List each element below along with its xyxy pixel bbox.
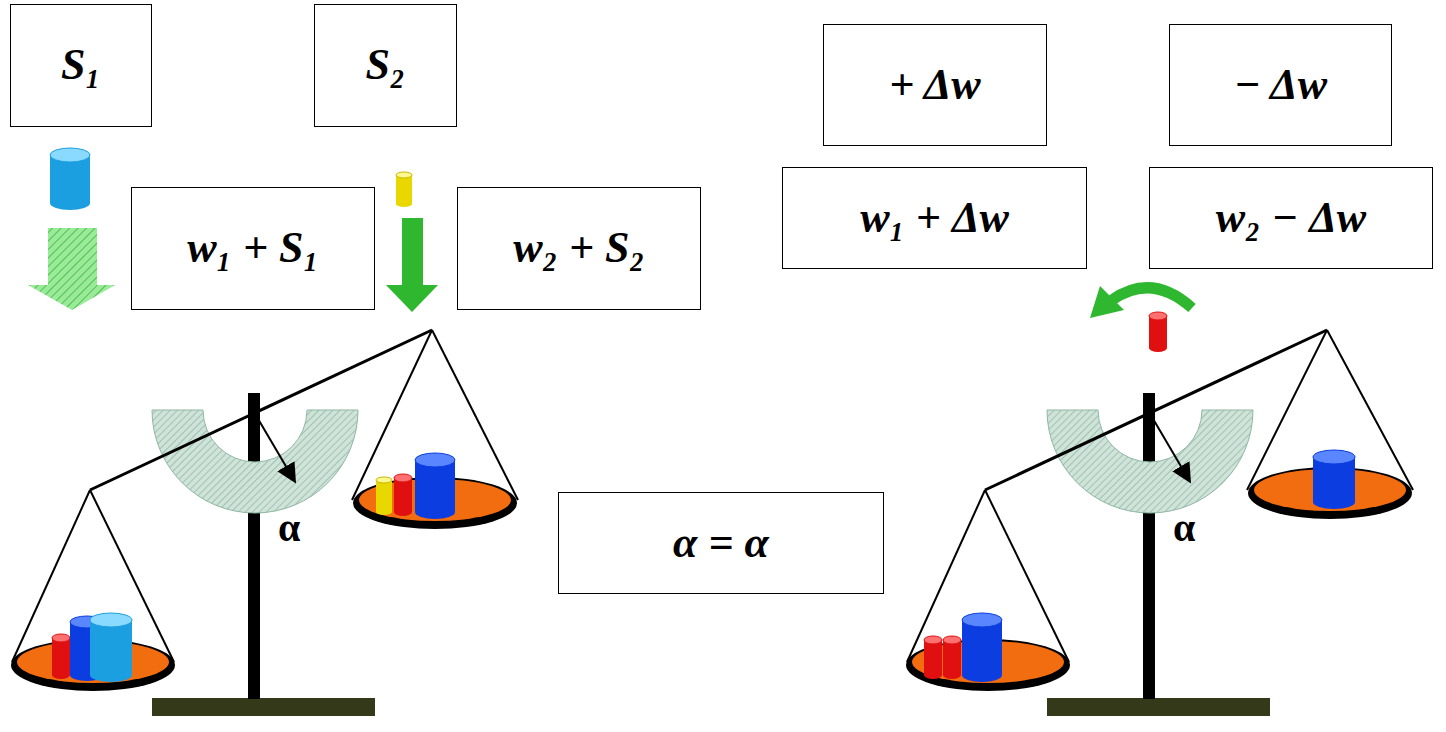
formula-text: α = α [673, 519, 769, 567]
text-box: α = α [558, 492, 884, 594]
text-box: S₂ [314, 4, 457, 127]
formula-text: w₁ + Δw [860, 194, 1009, 242]
angle-label: α [278, 508, 300, 548]
text-box: w₁ + S₁ [131, 187, 375, 310]
text-box: − Δw [1169, 24, 1392, 146]
text-box: + Δw [823, 24, 1047, 146]
yellow-weight [396, 172, 412, 207]
balance-scale [906, 330, 1413, 716]
drop-arrow [386, 218, 438, 312]
angle-label: α [1173, 508, 1195, 548]
cyan-weight [50, 148, 90, 210]
formula-text: w₂ + S₂ [513, 224, 645, 272]
move-arrow [1112, 288, 1192, 308]
formula-text: S₁ [61, 41, 101, 89]
move-arrow-head [1090, 286, 1124, 318]
text-box: w₂ − Δw [1149, 167, 1433, 269]
balance-scale [11, 330, 518, 716]
formula-text: − Δw [1234, 61, 1327, 109]
formula-text: w₂ − Δw [1216, 194, 1366, 242]
formula-text: S₂ [366, 41, 406, 89]
text-box: w₁ + Δw [782, 167, 1087, 269]
text-box: S₁ [10, 4, 152, 127]
text-box: w₂ + S₂ [457, 187, 701, 310]
drop-arrow [28, 228, 115, 310]
formula-text: w₁ + S₁ [187, 224, 319, 272]
formula-text: + Δw [889, 61, 980, 109]
removed-weight [1149, 312, 1167, 352]
